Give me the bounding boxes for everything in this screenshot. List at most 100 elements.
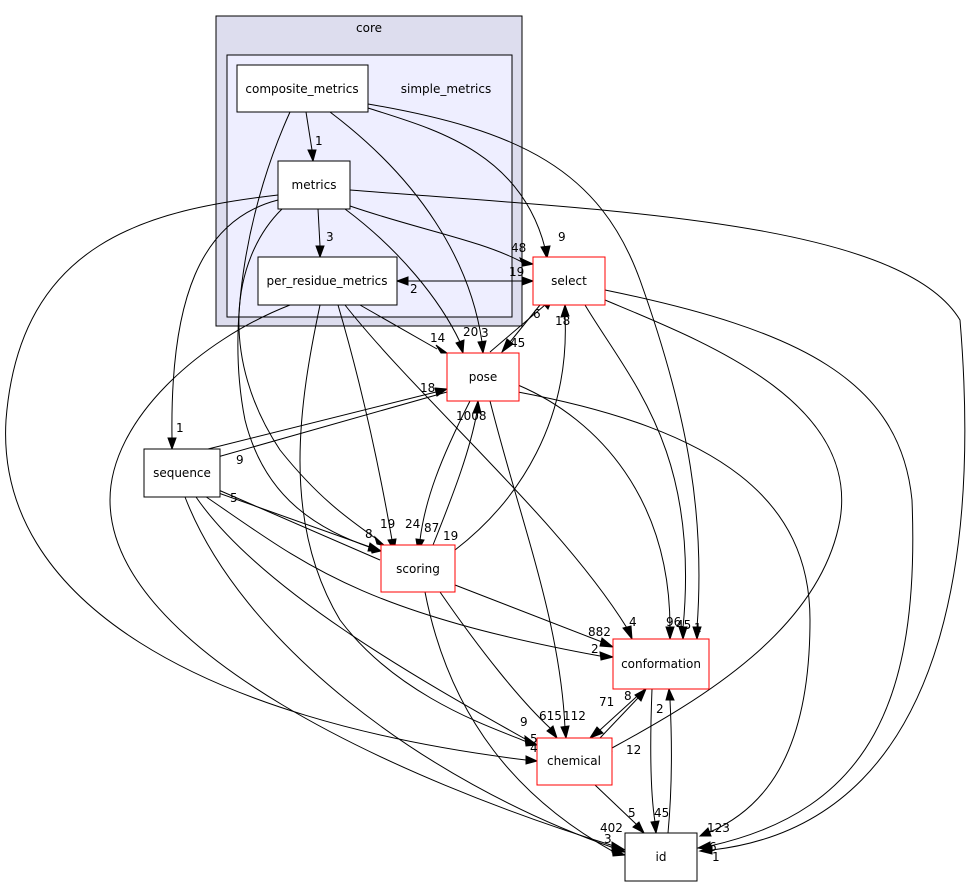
edge-pose-to-id [517, 391, 811, 833]
edge-arrowhead [477, 340, 487, 355]
edges [5, 103, 966, 857]
edge-label: 9 [236, 453, 244, 467]
edge-metrics-to-per-residue-metrics [317, 208, 321, 247]
edge-arrowhead [307, 149, 317, 163]
edge-label: 14 [430, 331, 445, 345]
node-id[interactable]: id [624, 832, 698, 882]
edge-arrowhead [455, 339, 465, 355]
edge-arrowhead [611, 847, 627, 857]
edge-label: 20 [463, 325, 478, 339]
node-sequence[interactable]: sequence [143, 448, 221, 498]
node-pose-label: pose [469, 370, 498, 384]
edge-arrowhead [588, 726, 604, 740]
node-composite-metrics[interactable]: composite_metrics [236, 64, 369, 113]
edge-label: 2 [410, 282, 418, 296]
edge-chemical-to-id [594, 784, 637, 825]
edge-label: 1 [712, 850, 720, 864]
node-scoring[interactable]: scoring [380, 544, 456, 593]
edge-label: 2 [656, 702, 664, 716]
edge-arrowhead [665, 626, 675, 641]
node-metrics-box [277, 160, 351, 210]
edge-label: 45 [654, 806, 669, 820]
edge-conformation-to-id [650, 688, 656, 823]
edge-arrowhead [395, 276, 409, 286]
edge-scoring-to-select [454, 315, 566, 551]
edge-arrowhead [634, 687, 648, 702]
edge-label: 4 [530, 741, 538, 755]
edge-per-residue-metrics-to-chemical [299, 304, 528, 743]
edge-label: 48 [511, 241, 526, 255]
node-chemical-label: chemical [547, 754, 601, 768]
edge-label: 45 [510, 336, 525, 350]
edge-metrics-to-scoring [238, 208, 379, 541]
node-conformation[interactable]: conformation [612, 638, 710, 690]
edge-id-to-conformation [667, 699, 672, 834]
edge-label: 19 [380, 517, 395, 531]
node-conformation-label: conformation [621, 657, 701, 671]
edge-per-residue-metrics-to-scoring [337, 304, 393, 541]
edge-arrowhead [599, 637, 615, 648]
node-select[interactable]: select [532, 256, 606, 306]
edge-arrowhead [665, 687, 675, 701]
edge-label: 19 [443, 529, 458, 543]
node-id-label: id [656, 850, 667, 864]
edge-label: 9 [520, 715, 528, 729]
edge-composite-metrics-to-pose [329, 111, 483, 343]
edge-arrowhead [367, 542, 383, 552]
node-composite-metrics-box [236, 64, 369, 113]
edge-label: 4 [629, 615, 637, 629]
edge-metrics-to-chemical [5, 194, 527, 761]
edge-label: 87 [424, 521, 439, 535]
edge-arrowhead [696, 841, 711, 851]
edge-arrowhead [560, 725, 570, 740]
edge-label: 1 [315, 134, 323, 148]
edge-label: 1 [176, 421, 184, 435]
edge-arrowhead [472, 399, 482, 414]
edge-label: 5 [628, 806, 636, 820]
cluster-core-label: core [356, 21, 382, 35]
edge-arrowhead [435, 344, 449, 354]
node-per-residue-metrics-label: per_residue_metrics [266, 274, 387, 288]
edge-arrowhead [692, 626, 702, 641]
edge-arrowhead [434, 387, 449, 397]
edge-composite-metrics-to-select [367, 107, 546, 249]
edge-metrics-to-select [349, 205, 523, 263]
node-metrics[interactable]: metrics [277, 160, 351, 210]
edge-arrowhead [546, 725, 558, 740]
edge-label: 3 [326, 230, 334, 244]
edge-scoring-to-sequence [206, 484, 381, 561]
edge-sequence-to-scoring [195, 484, 371, 548]
edge-label: 18 [420, 381, 435, 395]
edge-label: 615 [539, 709, 562, 723]
node-chemical[interactable]: chemical [536, 737, 613, 786]
edge-arrowhead [540, 245, 551, 260]
edge-arrowhead [519, 257, 535, 267]
edge-label: 24 [405, 517, 420, 531]
edge-select-to-conformation [584, 304, 687, 629]
node-conformation-box [612, 638, 710, 690]
edge-sequence-to-chemical [195, 496, 528, 741]
node-select-box [532, 256, 606, 306]
node-scoring-label: scoring [396, 562, 440, 576]
node-pose-box [446, 352, 520, 402]
edge-label: 2 [591, 642, 599, 656]
edge-arrowhead [678, 626, 688, 641]
node-pose[interactable]: pose [446, 352, 520, 402]
edge-label: 3 [481, 326, 489, 340]
edge-label: 1008 [456, 409, 487, 423]
node-per-residue-metrics[interactable]: per_residue_metrics [257, 256, 398, 306]
edge-pose-to-scoring [419, 400, 471, 541]
edge-label: 8 [624, 689, 632, 703]
edge-composite-metrics-to-scoring [237, 111, 373, 549]
edge-metrics-to-id [349, 189, 966, 851]
edge-label: 18 [555, 314, 570, 328]
edge-scoring-to-conformation [454, 584, 603, 643]
edge-sequence-to-conformation [195, 489, 601, 657]
edge-sequence-to-pose [195, 391, 437, 453]
edge-label: 1 [694, 621, 702, 635]
edge-scoring-to-chemical [439, 591, 551, 729]
edge-label: 5 [230, 491, 238, 505]
edge-composite-metrics-to-conformation [367, 103, 700, 629]
node-chemical-box [536, 737, 613, 786]
